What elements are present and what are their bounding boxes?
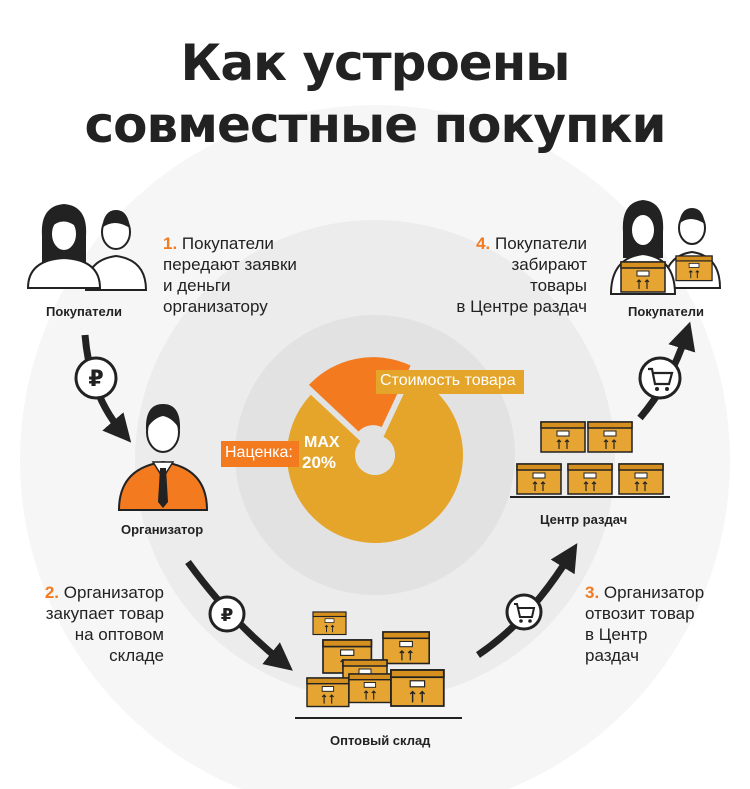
step-1-line-4: организатору [163, 297, 268, 316]
title-line-2: совместные покупки [84, 96, 666, 154]
pie-slice-cost [286, 375, 463, 544]
cart-icon [505, 593, 543, 631]
step-4-line-4: в Центре раздач [456, 297, 587, 316]
pickup-center-boxes [510, 421, 670, 498]
cart-icon [638, 356, 682, 400]
organizer-label: Организатор [121, 522, 204, 537]
buyers-left-label: Покупатели [46, 304, 122, 319]
step-1: 1. Покупатели передают заявки и деньги о… [163, 233, 297, 317]
markup-value: 20% [302, 453, 337, 472]
markup-label: Наценка: [225, 444, 293, 461]
step-2-line-4: складе [109, 646, 164, 665]
step-1-line-3: и деньги [163, 276, 231, 295]
step-2-line-2: закупает товар [45, 604, 164, 623]
ruble-icon: ₽ [74, 356, 118, 400]
organizer-figure [117, 404, 209, 511]
step-2-line-1: Организатор [63, 583, 164, 602]
svg-text:₽: ₽ [88, 367, 103, 392]
step-4-line-3: товары [529, 276, 587, 295]
step-2-line-3: на оптовом [74, 625, 164, 644]
step-2: 2. Организатор закупает товар на оптовом… [45, 582, 164, 666]
step-3-line-3: в Центр [585, 625, 648, 644]
step-1-line-1: Покупатели [181, 234, 274, 253]
buyers-right-figure [609, 200, 722, 295]
cost-label: Стоимость товара [380, 372, 516, 389]
step-3-number: 3. [585, 583, 600, 602]
markup-max: MAX [304, 434, 340, 451]
step-4: 4. Покупатели забирают товары в Центре р… [456, 233, 587, 317]
step-1-number: 1. [163, 234, 178, 253]
step-4-line-2: забирают [511, 255, 587, 274]
buyers-right-label: Покупатели [628, 304, 704, 319]
step-3-line-2: отвозит товар [585, 604, 695, 623]
page-title: Как устроены совместные покупки [0, 32, 750, 156]
markup-label-bg [221, 441, 299, 467]
step-4-line-1: Покупатели [495, 234, 587, 253]
ruble-icon: ₽ [208, 595, 246, 633]
step-2-number: 2. [44, 583, 60, 602]
cost-label-bg [376, 370, 524, 394]
step-1-line-2: передают заявки [163, 255, 297, 274]
svg-text:₽: ₽ [221, 605, 234, 626]
buyers-left-figure [26, 204, 148, 291]
warehouse-label: Оптовый склад [330, 733, 431, 748]
step-4-number: 4. [476, 234, 491, 253]
step-3-line-1: Организатор [603, 583, 705, 602]
pickup-center-label: Центр раздач [540, 512, 628, 527]
pie-hole [355, 435, 395, 475]
step-3: 3. Организатор отвозит товар в Центр раз… [585, 582, 704, 666]
warehouse-boxes [295, 611, 462, 719]
title-line-1: Как устроены [180, 34, 571, 92]
step-3-line-4: раздач [585, 646, 639, 665]
